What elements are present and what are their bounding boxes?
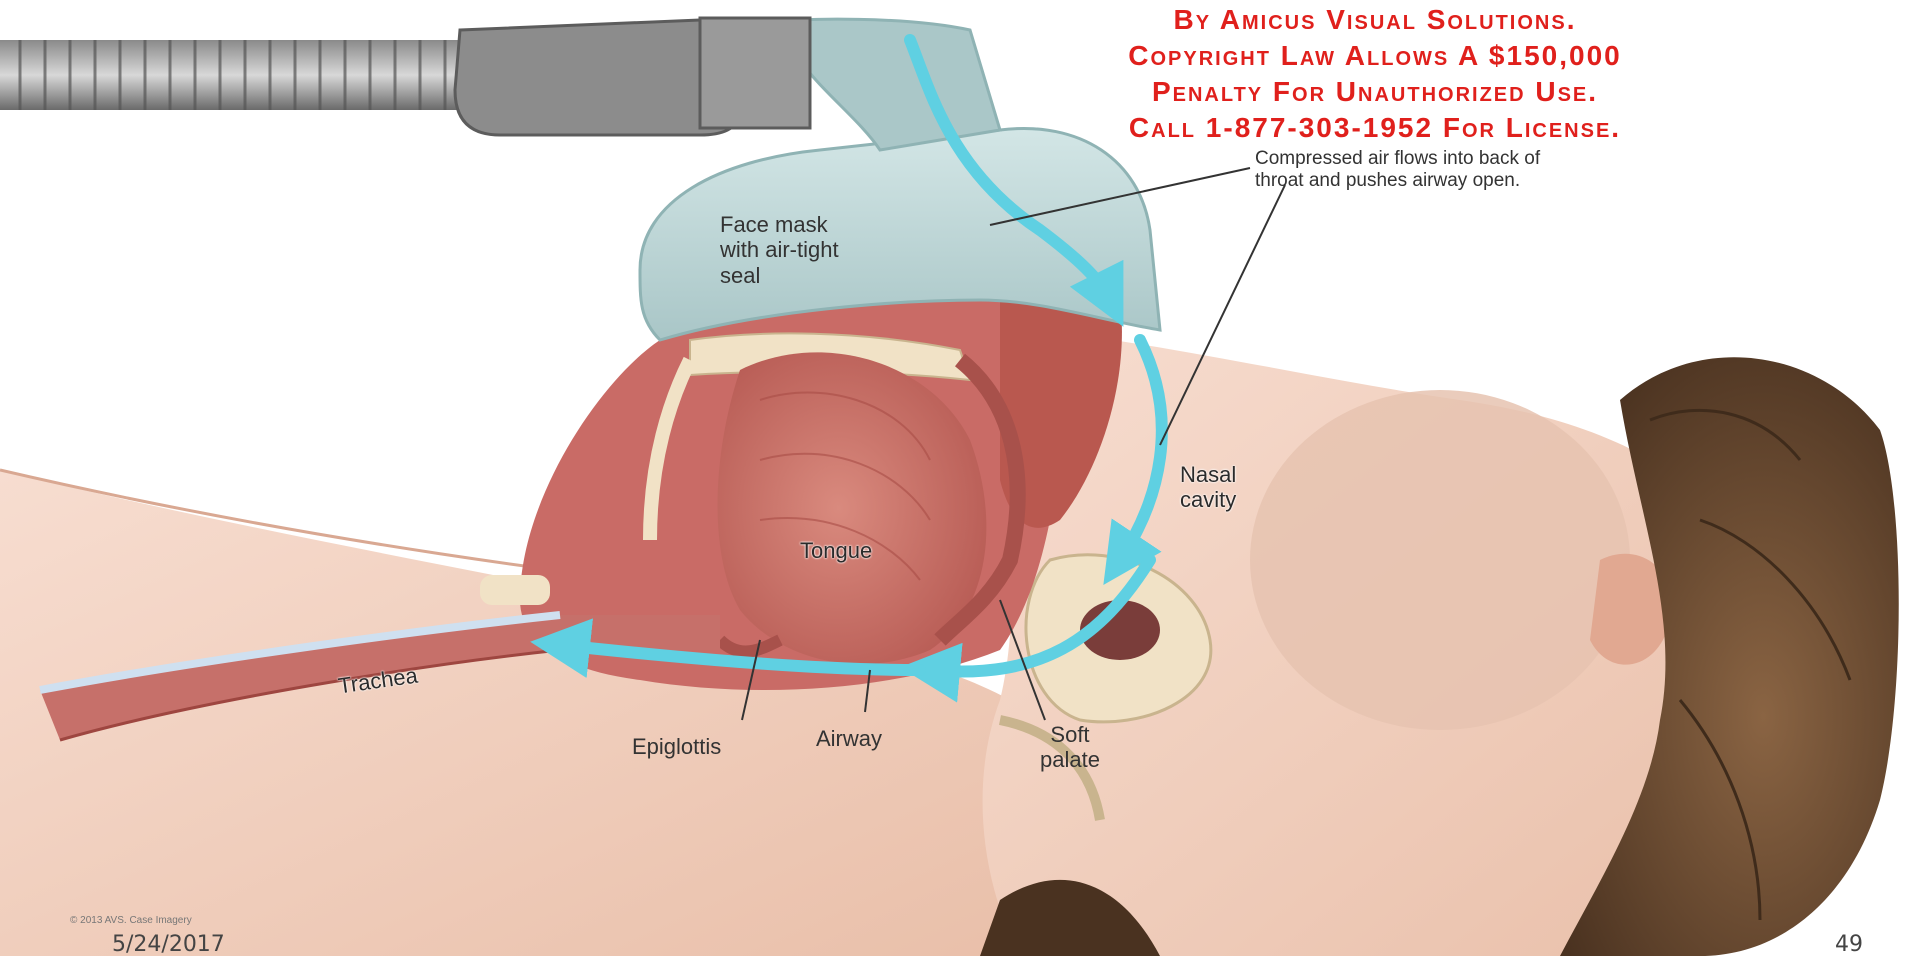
label-soft-palate: Soft palate (1040, 722, 1100, 773)
label-compressed-air: Compressed air flows into back of throat… (1255, 148, 1540, 192)
label-epiglottis: Epiglottis (632, 734, 721, 759)
label-compressed-air-line1: Compressed air flows into back of (1255, 148, 1540, 170)
face-blur (1250, 390, 1630, 730)
label-face-mask-line3: seal (720, 263, 839, 288)
slide-page-number: 49 (1835, 932, 1863, 957)
watermark-line-1: By Amicus Visual Solutions. (955, 6, 1795, 34)
label-face-mask: Face mask with air-tight seal (720, 212, 839, 288)
image-credit: © 2013 AVS. Case Imagery (70, 915, 192, 926)
label-nasal-line1: Nasal (1180, 462, 1236, 487)
slide-date: 5/24/2017 (112, 932, 225, 957)
watermark-line-4: Call 1-877-303-1952 For License. (955, 114, 1795, 142)
watermark-line-3: Penalty For Unauthorized Use. (955, 78, 1795, 106)
label-soft-palate-line1: Soft (1040, 722, 1100, 747)
watermark-line-2: Copyright Law Allows A $150,000 (955, 42, 1795, 70)
label-compressed-air-line2: throat and pushes airway open. (1255, 170, 1540, 192)
label-nasal-cavity: Nasal cavity (1180, 462, 1236, 513)
cpap-hose (0, 18, 810, 135)
label-tongue: Tongue (800, 538, 872, 563)
label-airway: Airway (816, 726, 882, 751)
label-face-mask-line1: Face mask (720, 212, 839, 237)
label-face-mask-line2: with air-tight (720, 237, 839, 262)
label-soft-palate-line2: palate (1040, 747, 1100, 772)
label-nasal-line2: cavity (1180, 487, 1236, 512)
